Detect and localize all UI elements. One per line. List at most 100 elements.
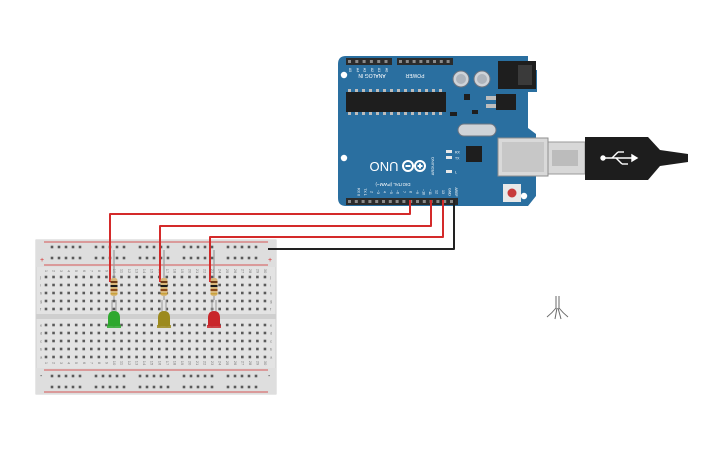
breadboard-hole[interactable] <box>52 291 55 295</box>
breadboard-hole[interactable] <box>226 245 230 249</box>
led-green[interactable] <box>107 300 121 328</box>
breadboard-hole[interactable] <box>127 291 131 295</box>
breadboard-hole[interactable] <box>195 283 199 287</box>
breadboard-hole[interactable] <box>122 374 126 378</box>
breadboard-hole[interactable] <box>44 355 48 359</box>
breadboard-hole[interactable] <box>210 245 214 249</box>
breadboard-hole[interactable] <box>82 307 86 311</box>
breadboard-hole[interactable] <box>218 347 221 351</box>
breadboard-hole[interactable] <box>97 283 101 287</box>
breadboard-hole[interactable] <box>44 283 48 287</box>
breadboard-hole[interactable] <box>74 347 78 351</box>
breadboard-hole[interactable] <box>142 275 146 279</box>
breadboard-hole[interactable] <box>225 283 229 287</box>
breadboard-hole[interactable] <box>135 275 138 279</box>
breadboard-hole[interactable] <box>82 291 86 295</box>
digital-pin[interactable] <box>402 200 406 203</box>
breadboard-hole[interactable] <box>94 374 98 378</box>
digital-pin[interactable] <box>436 200 440 203</box>
breadboard-hole[interactable] <box>127 323 131 327</box>
breadboard-hole[interactable] <box>225 323 229 327</box>
breadboard-hole[interactable] <box>138 385 142 389</box>
breadboard-hole[interactable] <box>256 347 259 351</box>
breadboard-hole[interactable] <box>225 355 229 359</box>
breadboard-hole[interactable] <box>52 347 55 351</box>
breadboard-hole[interactable] <box>64 256 68 260</box>
breadboard-hole[interactable] <box>78 256 82 260</box>
breadboard-hole[interactable] <box>50 256 54 260</box>
breadboard-hole[interactable] <box>97 291 101 295</box>
breadboard-hole[interactable] <box>210 256 214 260</box>
breadboard-hole[interactable] <box>254 245 258 249</box>
breadboard-hole[interactable] <box>97 299 101 303</box>
breadboard-hole[interactable] <box>120 307 123 311</box>
breadboard-hole[interactable] <box>142 331 146 335</box>
breadboard-hole[interactable] <box>135 307 138 311</box>
breadboard-hole[interactable] <box>210 374 214 378</box>
breadboard-hole[interactable] <box>157 283 161 287</box>
breadboard-hole[interactable] <box>150 275 153 279</box>
breadboard-hole[interactable] <box>112 355 116 359</box>
breadboard-hole[interactable] <box>247 256 251 260</box>
breadboard-hole[interactable] <box>157 291 161 295</box>
breadboard-hole[interactable] <box>203 331 206 335</box>
digital-pin[interactable] <box>443 200 447 203</box>
breadboard-hole[interactable] <box>120 347 123 351</box>
breadboard-hole[interactable] <box>152 245 156 249</box>
breadboard-hole[interactable] <box>247 374 251 378</box>
breadboard-hole[interactable] <box>135 323 138 327</box>
breadboard-hole[interactable] <box>97 323 101 327</box>
breadboard-hole[interactable] <box>233 299 237 303</box>
breadboard-hole[interactable] <box>241 275 244 279</box>
breadboard-hole[interactable] <box>254 385 258 389</box>
breadboard-hole[interactable] <box>122 385 126 389</box>
breadboard-hole[interactable] <box>165 347 169 351</box>
breadboard-hole[interactable] <box>115 245 119 249</box>
breadboard-hole[interactable] <box>78 245 82 249</box>
breadboard-hole[interactable] <box>203 385 207 389</box>
breadboard-hole[interactable] <box>145 374 149 378</box>
breadboard-hole[interactable] <box>189 385 193 389</box>
breadboard-hole[interactable] <box>195 275 199 279</box>
breadboard-hole[interactable] <box>256 283 259 287</box>
breadboard-hole[interactable] <box>138 374 142 378</box>
breadboard-hole[interactable] <box>120 331 123 335</box>
breadboard-hole[interactable] <box>78 385 82 389</box>
breadboard-hole[interactable] <box>97 347 101 351</box>
breadboard-hole[interactable] <box>59 331 63 335</box>
breadboard-hole[interactable] <box>233 347 237 351</box>
breadboard-hole[interactable] <box>90 355 93 359</box>
breadboard-hole[interactable] <box>241 331 244 335</box>
breadboard-hole[interactable] <box>127 299 131 303</box>
breadboard-hole[interactable] <box>90 275 93 279</box>
breadboard-hole[interactable] <box>225 339 229 343</box>
breadboard-hole[interactable] <box>82 355 86 359</box>
breadboard-hole[interactable] <box>225 307 229 311</box>
breadboard-hole[interactable] <box>120 291 123 295</box>
breadboard-hole[interactable] <box>263 283 267 287</box>
breadboard-hole[interactable] <box>59 299 63 303</box>
breadboard-hole[interactable] <box>127 283 131 287</box>
breadboard-hole[interactable] <box>241 299 244 303</box>
breadboard-hole[interactable] <box>233 331 237 335</box>
breadboard-hole[interactable] <box>71 256 75 260</box>
breadboard-hole[interactable] <box>150 355 153 359</box>
breadboard-hole[interactable] <box>105 323 108 327</box>
breadboard-hole[interactable] <box>101 374 105 378</box>
breadboard-hole[interactable] <box>97 355 101 359</box>
breadboard-hole[interactable] <box>173 347 176 351</box>
breadboard-hole[interactable] <box>188 275 191 279</box>
breadboard-hole[interactable] <box>188 331 191 335</box>
breadboard-hole[interactable] <box>97 275 101 279</box>
breadboard-hole[interactable] <box>203 275 206 279</box>
breadboard-hole[interactable] <box>195 299 199 303</box>
breadboard-hole[interactable] <box>180 291 184 295</box>
breadboard-hole[interactable] <box>248 275 252 279</box>
breadboard-hole[interactable] <box>135 355 138 359</box>
breadboard-hole[interactable] <box>166 385 170 389</box>
breadboard-hole[interactable] <box>44 299 48 303</box>
breadboard-hole[interactable] <box>180 283 184 287</box>
breadboard-hole[interactable] <box>195 339 199 343</box>
digital-pin[interactable] <box>416 200 419 203</box>
breadboard-hole[interactable] <box>50 385 54 389</box>
